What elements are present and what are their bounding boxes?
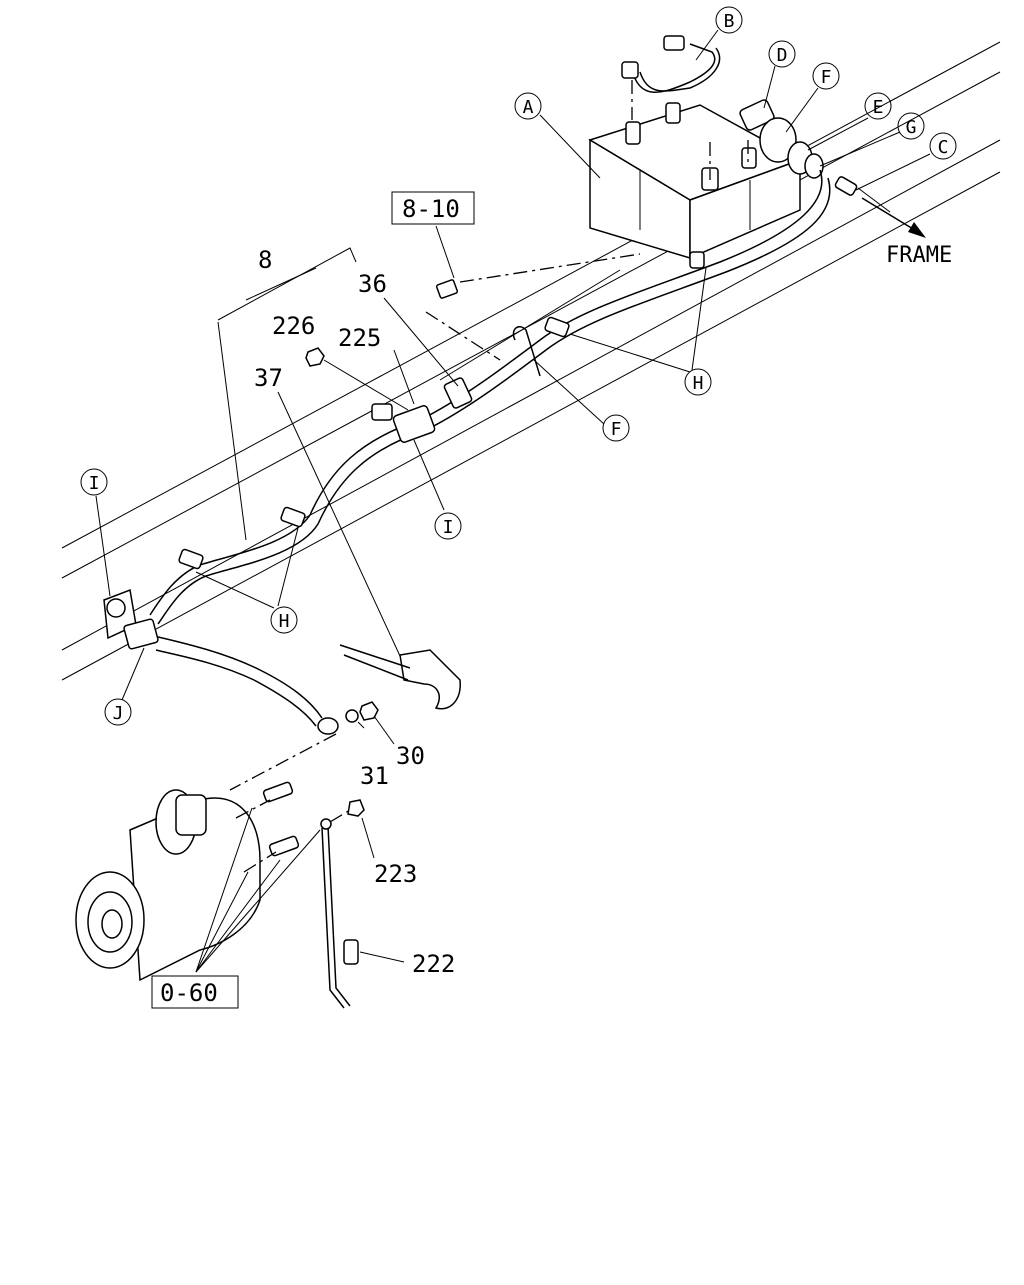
ref-box-0-60: 0-60 — [151, 975, 239, 1009]
part-226-label: 226 — [272, 312, 315, 340]
callout-a: A — [514, 92, 542, 120]
callout-e: E — [864, 92, 892, 120]
bracket-left — [103, 588, 159, 650]
callout-b-letter: B — [724, 11, 735, 32]
part-225-label: 225 — [338, 324, 381, 352]
part-37-label: 37 — [254, 364, 283, 392]
callout-h-right-letter: H — [693, 373, 704, 394]
part-36-label: 36 — [358, 270, 387, 298]
callout-f-mid-letter: F — [611, 419, 622, 440]
callout-h-left-letter: H — [279, 611, 290, 632]
part-8-label: 8 — [258, 246, 272, 274]
ref-0-60-label: 0-60 — [160, 979, 218, 1007]
ground-strap — [320, 799, 365, 1009]
callout-e-letter: E — [873, 97, 884, 118]
callout-h-right: H — [684, 368, 712, 396]
terminal-assembly — [709, 99, 858, 196]
callout-a-letter: A — [523, 97, 534, 118]
callout-i-left: I — [80, 468, 108, 496]
callout-i-mid: I — [434, 512, 462, 540]
starter-cable — [149, 634, 339, 735]
callout-b: B — [715, 6, 743, 34]
leader-lines — [95, 29, 931, 973]
part-223-label: 223 — [374, 860, 417, 888]
frame-label: FRAME — [886, 243, 952, 268]
callout-d: D — [768, 40, 796, 68]
bracket-i-mid — [371, 253, 641, 443]
callout-c: C — [929, 132, 957, 160]
starter-motor — [75, 781, 300, 982]
part-30-label: 30 — [396, 742, 425, 770]
battery — [588, 102, 802, 260]
part-222-label: 222 — [412, 950, 455, 978]
callout-i-left-letter: I — [89, 473, 100, 494]
callout-h-left: H — [270, 606, 298, 634]
bracket-37 — [339, 644, 461, 710]
part-31-label: 31 — [360, 762, 389, 790]
nut-washer — [229, 701, 379, 791]
frame-arrow: FRAME — [861, 197, 952, 268]
battery-cable-b — [621, 35, 721, 120]
callout-j: J — [104, 698, 132, 726]
callout-d-letter: D — [777, 45, 788, 66]
callout-f-top-letter: F — [821, 67, 832, 88]
main-cable — [149, 169, 831, 625]
clamps-h — [178, 251, 705, 570]
callout-c-letter: C — [938, 137, 949, 158]
callout-g: G — [897, 112, 925, 140]
ref-box-8-10: 8-10 — [391, 191, 475, 225]
clip-f-mid — [512, 326, 541, 377]
callout-j-letter: J — [113, 703, 124, 724]
callout-f-mid: F — [602, 414, 630, 442]
ref-8-10-label: 8-10 — [402, 195, 460, 223]
callout-i-mid-letter: I — [443, 517, 454, 538]
callout-f-top: F — [812, 62, 840, 90]
part-numbers: 8 36 226 225 37 30 31 223 222 — [254, 246, 455, 978]
callout-g-letter: G — [906, 117, 917, 138]
